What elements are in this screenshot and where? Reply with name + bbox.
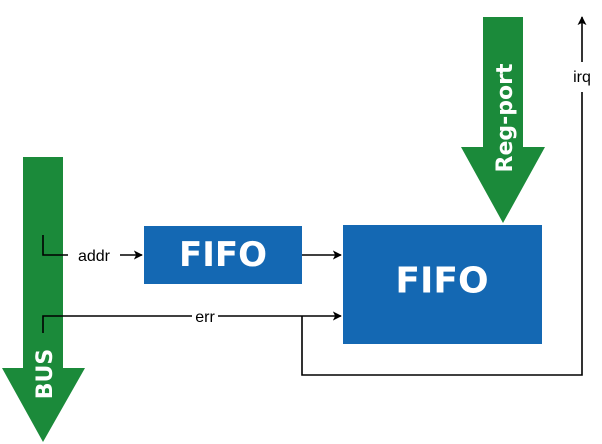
addr-wire: addr (42, 235, 143, 265)
err-wire: err (42, 309, 342, 333)
small-fifo-block: FIFO (144, 226, 302, 284)
large-fifo-block: FIFO (343, 225, 542, 344)
bus-arrow-shape (2, 157, 85, 442)
small-fifo-box (144, 226, 302, 284)
bus-arrow-label: BUS (33, 349, 58, 399)
irq-label: irq (573, 69, 591, 86)
irq-wire: irq (301, 16, 591, 376)
addr-label: addr (78, 248, 111, 265)
err-label: err (195, 309, 215, 326)
reg-port-arrow: Reg-port (461, 17, 545, 223)
bus-arrow: BUS (2, 157, 85, 442)
small-fifo-label: FIFO (179, 235, 267, 275)
large-fifo-label: FIFO (395, 261, 488, 302)
large-fifo-box (343, 225, 542, 344)
reg-port-arrow-label: Reg-port (493, 63, 518, 172)
reg-port-arrow-shape (461, 17, 545, 223)
